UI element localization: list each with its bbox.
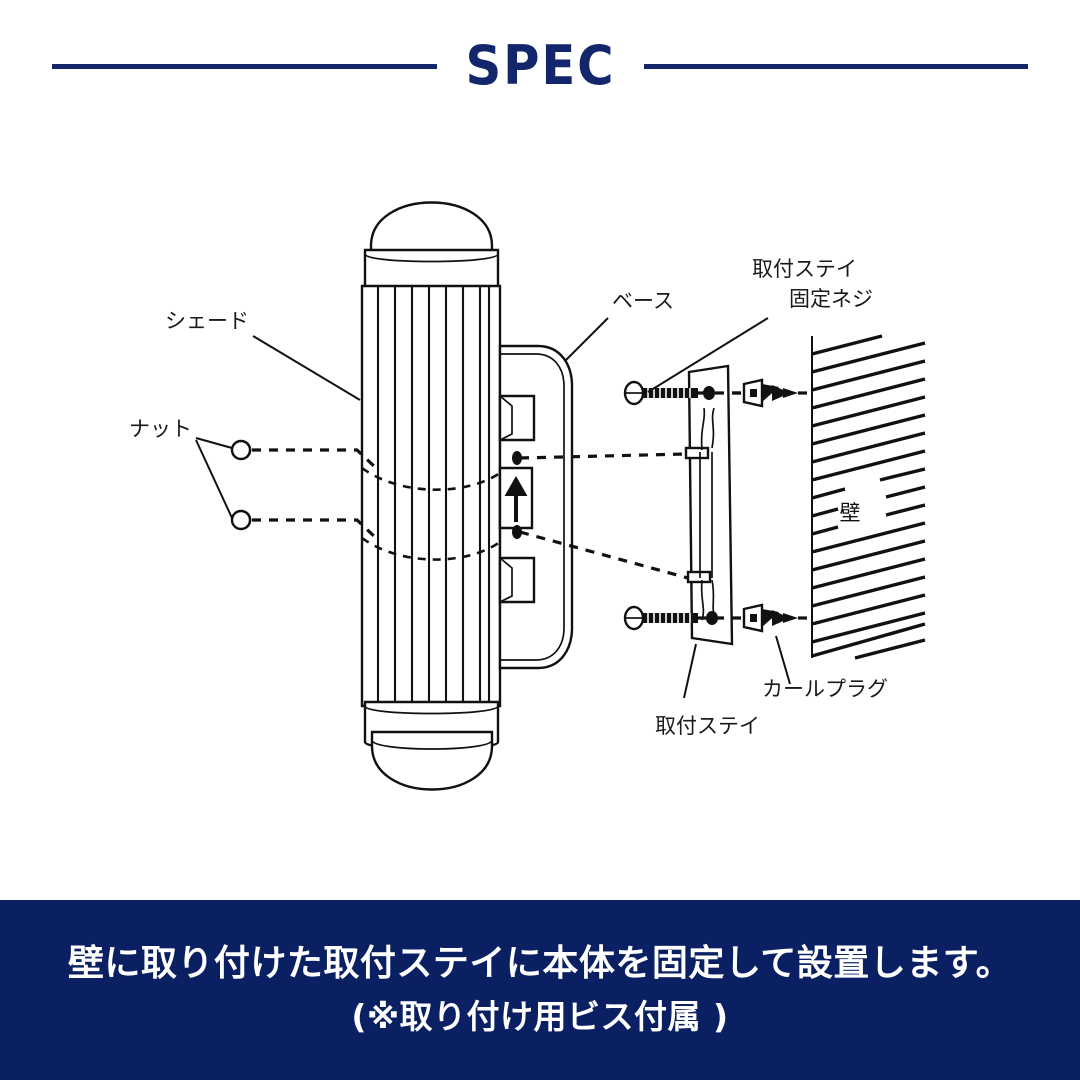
leader-base <box>565 317 609 361</box>
caption-secondary: (※取り付け用ビス付属 ) <box>351 997 729 1037</box>
stay-stud-lower <box>686 570 712 584</box>
mounting-stay-plate <box>687 364 734 646</box>
label-curl-plug: カールプラグ <box>762 677 888 701</box>
wall-hatching <box>811 334 926 660</box>
leader-curl-plug <box>775 635 791 685</box>
lamp-body-group <box>360 201 502 791</box>
leader-nut-upper <box>195 437 233 449</box>
mounting-diagram: 壁 <box>0 128 1080 900</box>
lamp-shade-cylinder <box>360 284 502 708</box>
leader-nut-lower <box>195 439 233 519</box>
mounting-stay-group <box>684 364 734 646</box>
lamp-top-dome <box>369 201 494 262</box>
lamp-shade-ribs <box>376 286 491 706</box>
leader-lines <box>195 317 791 699</box>
stay-fixing-screw-top <box>623 380 698 406</box>
caption-band: 壁に取り付けた取付ステイに本体を固定して設置します。 (※取り付け用ビス付属 ) <box>0 900 1080 1080</box>
wall-group: 壁 <box>811 334 926 660</box>
base-tab-upper-fold <box>499 395 513 441</box>
leader-mounting-stay <box>683 643 697 699</box>
nut-upper <box>230 439 252 461</box>
base-plate-inner <box>500 353 565 661</box>
axis-nut-upper <box>252 448 378 470</box>
axis-stud-lower <box>519 530 689 580</box>
lamp-bottom-collar-seam <box>364 705 499 715</box>
lamp-bottom-dome-seam <box>371 739 493 750</box>
stay-wire-d <box>711 579 717 621</box>
base-tab-lower-fold <box>499 557 513 603</box>
label-mounting-stay: 取付ステイ <box>655 714 760 738</box>
leader-shade <box>252 335 361 401</box>
stay-screw-hole-top <box>703 386 715 400</box>
base-tab-lower <box>498 556 536 604</box>
base-stud-dot-lower <box>512 525 522 539</box>
up-arrow-icon <box>504 475 528 522</box>
base-tab-upper <box>498 394 536 442</box>
label-shade: シェード <box>165 309 249 333</box>
stay-fixing-screw-bottom <box>623 605 698 631</box>
assembly-axes <box>252 391 812 620</box>
header-rule-left <box>52 63 437 69</box>
curl-plug-bottom <box>742 603 798 633</box>
shade-hidden-contour-upper <box>361 466 501 491</box>
nut-lower <box>230 509 252 531</box>
shade-hidden-contour-lower <box>361 536 501 561</box>
axis-nut-lower <box>252 518 378 540</box>
stay-stud-upper <box>684 446 710 460</box>
curl-plug-top <box>742 378 798 408</box>
base-stud-dot-upper <box>512 451 522 465</box>
lamp-bottom-dome <box>370 730 494 791</box>
page-header: SPEC <box>0 0 1080 132</box>
lamp-top-collar-seam <box>364 253 499 263</box>
label-stay-screw-line1: 取付ステイ <box>752 257 857 281</box>
base-group <box>498 344 574 670</box>
header-rule-right <box>643 63 1028 69</box>
label-base: ベース <box>612 289 674 313</box>
page-title: SPEC <box>465 34 615 97</box>
leader-stay-screw <box>647 317 769 393</box>
label-nut: ナット <box>129 417 192 441</box>
stay-wire-b <box>711 407 715 449</box>
caption-primary: 壁に取り付けた取付ステイに本体を固定して設置します。 <box>67 943 1013 985</box>
stay-wire-a <box>700 407 706 451</box>
label-stay-screw-line2: 固定ネジ <box>789 287 873 311</box>
wall-label: 壁 <box>840 501 861 525</box>
axis-stud-upper <box>519 452 687 460</box>
